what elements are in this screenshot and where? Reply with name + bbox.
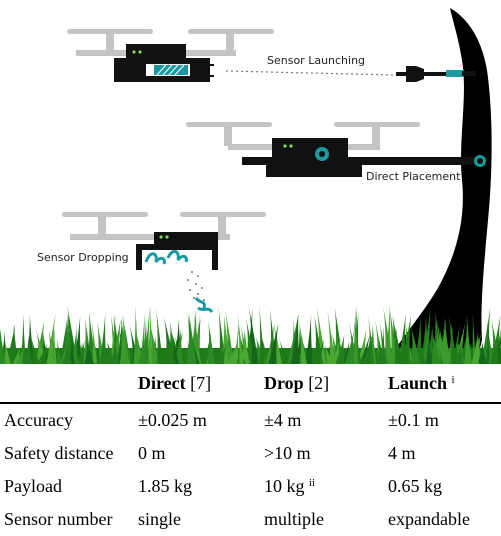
label-direct-placement: Direct Placement bbox=[366, 170, 461, 183]
cell-drop: >10 m bbox=[264, 443, 311, 463]
comparison-table: Direct [7] Drop [2] Launch i Accuracy ±0… bbox=[0, 364, 501, 536]
cell-direct: 0 m bbox=[138, 443, 166, 463]
grass-field bbox=[0, 304, 501, 364]
dropping-drone bbox=[62, 212, 266, 270]
placement-drone bbox=[186, 122, 486, 177]
cell-launch: expandable bbox=[388, 509, 470, 529]
header-launch: Launch i bbox=[388, 372, 455, 393]
cell-direct: single bbox=[138, 509, 181, 529]
launch-trajectory bbox=[225, 70, 395, 76]
table-row: Accuracy ±0.025 m ±4 m ±0.1 m bbox=[0, 403, 501, 437]
header-empty bbox=[0, 364, 138, 403]
label-sensor-dropping: Sensor Dropping bbox=[37, 251, 129, 264]
falling-sensors bbox=[187, 271, 214, 313]
table-row: Safety distance 0 m >10 m 4 m bbox=[0, 437, 501, 470]
cell-drop: 10 kg ii bbox=[264, 476, 316, 496]
table-row: Payload 1.85 kg 10 kg ii 0.65 kg bbox=[0, 470, 501, 503]
cell-launch: 0.65 kg bbox=[388, 476, 442, 496]
cell-launch: 4 m bbox=[388, 443, 416, 463]
table-row: Sensor number single multiple expandable bbox=[0, 503, 501, 536]
row-label: Accuracy bbox=[4, 410, 73, 430]
header-direct: Direct [7] bbox=[138, 372, 212, 393]
cell-drop: ±4 m bbox=[264, 410, 302, 430]
table-header-row: Direct [7] Drop [2] Launch i bbox=[0, 364, 501, 403]
deployment-illustration: Sensor Launching Direct Placement bbox=[0, 8, 501, 364]
row-label: Safety distance bbox=[4, 443, 114, 463]
cell-launch: ±0.1 m bbox=[388, 410, 439, 430]
row-label: Payload bbox=[4, 476, 62, 496]
label-sensor-launching: Sensor Launching bbox=[267, 54, 365, 67]
cell-direct: 1.85 kg bbox=[138, 476, 192, 496]
launching-drone bbox=[67, 29, 274, 82]
row-label: Sensor number bbox=[4, 509, 113, 529]
header-drop: Drop [2] bbox=[264, 372, 330, 393]
tree-silhouette bbox=[386, 8, 492, 364]
cell-direct: ±0.025 m bbox=[138, 410, 207, 430]
launched-sensor bbox=[396, 66, 476, 82]
cell-drop: multiple bbox=[264, 509, 324, 529]
